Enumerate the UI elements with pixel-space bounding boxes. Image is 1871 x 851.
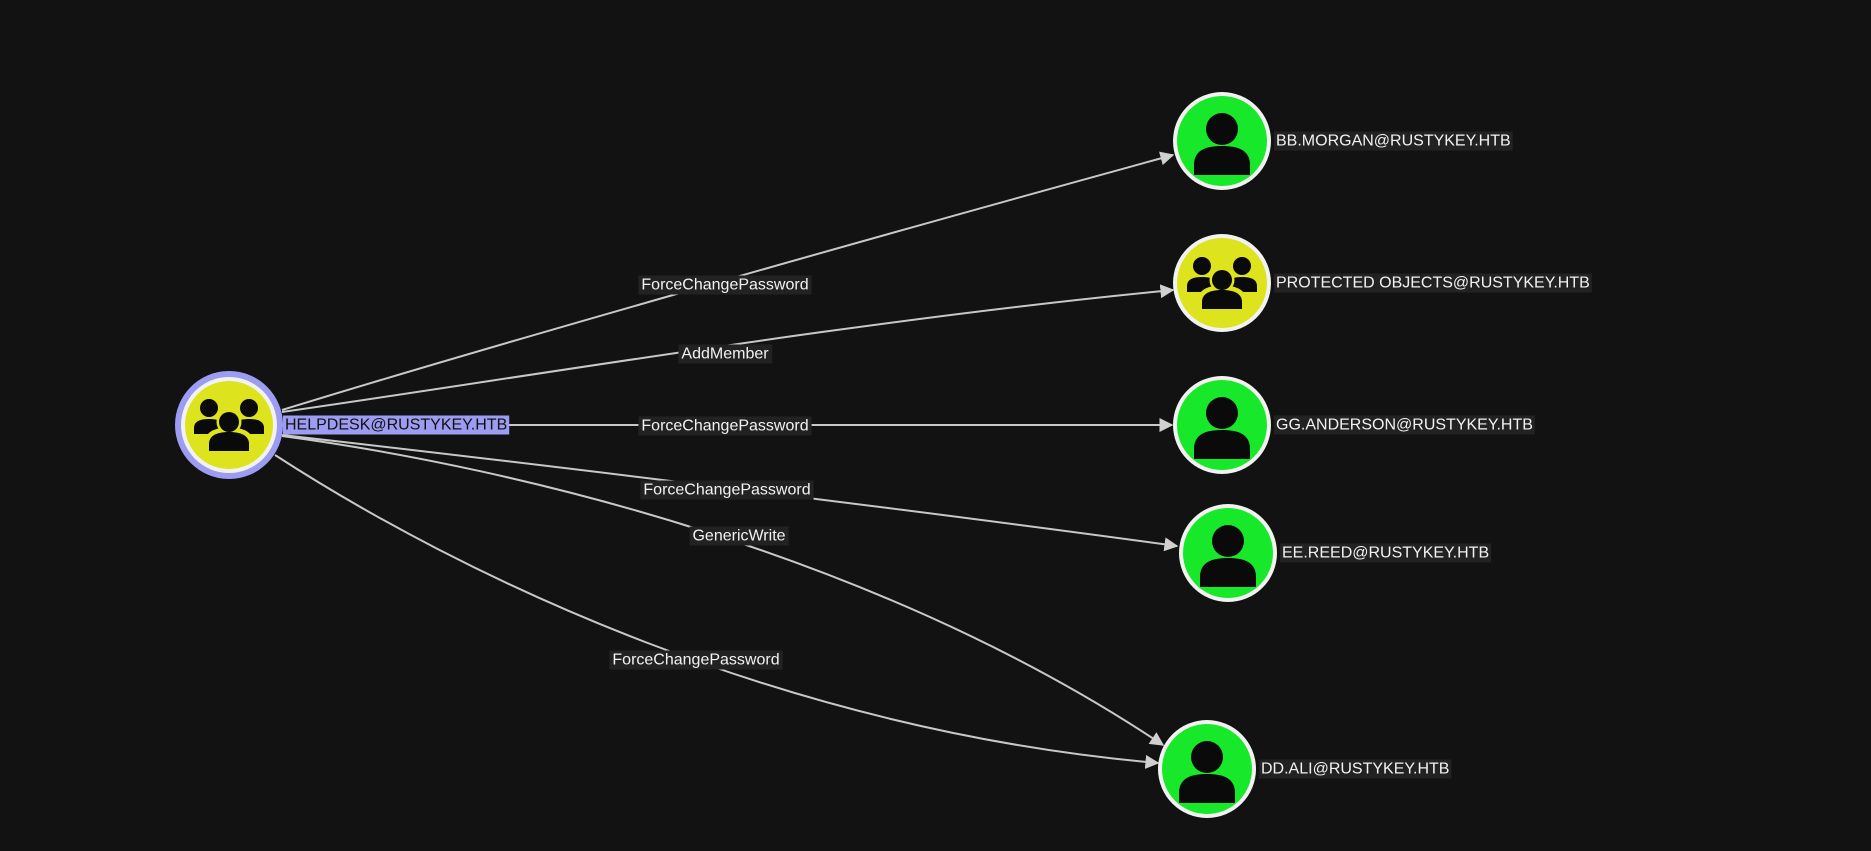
user-icon [1194,113,1250,175]
user-icon [1179,741,1235,803]
edge-label[interactable]: ForceChangePassword [609,650,783,670]
node-bbmorgan[interactable]: BB.MORGAN@RUSTYKEY.HTB [1173,92,1513,190]
node-label[interactable]: DD.ALI@RUSTYKEY.HTB [1259,759,1452,779]
group-icon [194,399,264,454]
edge-label[interactable]: GenericWrite [689,526,789,546]
edge-label-text: AddMember [681,346,769,363]
edge-label-text: ForceChangePassword [641,418,808,435]
node-label-text: DD.ALI@RUSTYKEY.HTB [1261,761,1449,778]
node-label-text: EE.REED@RUSTYKEY.HTB [1282,545,1489,562]
node-label-text: HELPDESK@RUSTYKEY.HTB [285,417,507,434]
node-label-background [283,415,510,435]
user-icon [1194,397,1250,459]
node-label-background [1274,415,1535,435]
edge-label-text: ForceChangePassword [641,277,808,294]
node-helpdesk[interactable]: HELPDESK@RUSTYKEY.HTB [175,371,510,479]
edge-label[interactable]: ForceChangePassword [638,275,812,295]
edge-label-background [678,344,773,364]
node-label-background [1280,543,1492,563]
edge-label[interactable]: ForceChangePassword [638,416,812,436]
edge-label-background [689,526,789,546]
edge-label-text: ForceChangePassword [612,652,779,669]
edge-label-text: GenericWrite [692,528,785,545]
node-label[interactable]: GG.ANDERSON@RUSTYKEY.HTB [1274,415,1535,435]
node-label[interactable]: PROTECTED OBJECTS@RUSTYKEY.HTB [1274,273,1592,293]
edge-label[interactable]: ForceChangePassword [640,480,814,500]
node-label[interactable]: BB.MORGAN@RUSTYKEY.HTB [1274,131,1513,151]
node-eereed[interactable]: EE.REED@RUSTYKEY.HTB [1179,504,1492,602]
edge-label-background [640,480,814,500]
edge-helpdesk-to-ddali[interactable] [274,454,1160,769]
node-label-background [1274,131,1513,151]
edge-helpdesk-to-bbmorgan[interactable] [281,151,1175,411]
user-icon [1200,525,1256,587]
edge-label-background [609,650,783,670]
edge-label-background [638,275,812,295]
group-icon [1187,257,1257,312]
edges-layer [274,151,1179,769]
edge-labels-layer: ForceChangePasswordAddMemberForceChangeP… [609,275,814,670]
node-protected[interactable]: PROTECTED OBJECTS@RUSTYKEY.HTB [1173,234,1592,332]
nodes-layer: HELPDESK@RUSTYKEY.HTB BB.MORGAN@RUSTYKEY.… [175,92,1592,818]
node-label-text: BB.MORGAN@RUSTYKEY.HTB [1276,133,1511,150]
node-label-background [1259,759,1452,779]
edge-label[interactable]: AddMember [678,344,773,364]
node-label-text: PROTECTED OBJECTS@RUSTYKEY.HTB [1276,275,1590,292]
node-label-text: GG.ANDERSON@RUSTYKEY.HTB [1276,417,1533,434]
node-ddali[interactable]: DD.ALI@RUSTYKEY.HTB [1158,720,1452,818]
node-label[interactable]: HELPDESK@RUSTYKEY.HTB [283,415,510,435]
node-label[interactable]: EE.REED@RUSTYKEY.HTB [1280,543,1492,563]
edge-label-background [638,416,812,436]
node-label-background [1274,273,1592,293]
edge-label-text: ForceChangePassword [643,482,810,499]
node-gganderson[interactable]: GG.ANDERSON@RUSTYKEY.HTB [1173,376,1535,474]
